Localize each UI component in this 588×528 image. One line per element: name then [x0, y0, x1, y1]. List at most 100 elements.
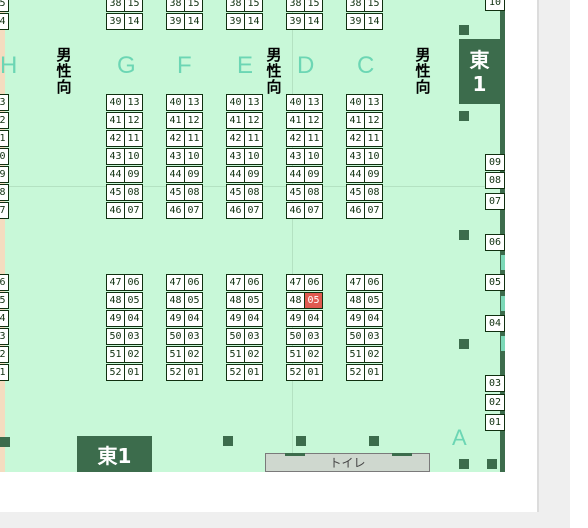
circle-space[interactable]: 01: [304, 364, 323, 381]
circle-space[interactable]: 10: [0, 148, 9, 165]
circle-space[interactable]: 08: [244, 184, 263, 201]
circle-space[interactable]: 13: [364, 94, 383, 111]
wall-circle-space[interactable]: 07: [485, 193, 505, 210]
circle-space[interactable]: 43: [226, 148, 245, 165]
circle-space[interactable]: 03: [184, 328, 203, 345]
circle-space[interactable]: 45: [346, 184, 365, 201]
circle-space[interactable]: 01: [124, 364, 143, 381]
circle-space[interactable]: 12: [364, 112, 383, 129]
circle-space[interactable]: 02: [184, 346, 203, 363]
circle-space[interactable]: 49: [166, 310, 185, 327]
circle-space[interactable]: 46: [226, 202, 245, 219]
circle-space[interactable]: 51: [286, 346, 305, 363]
circle-space[interactable]: 09: [304, 166, 323, 183]
circle-space[interactable]: 08: [304, 184, 323, 201]
circle-space[interactable]: 02: [364, 346, 383, 363]
circle-space[interactable]: 08: [184, 184, 203, 201]
circle-space[interactable]: 52: [106, 364, 125, 381]
circle-space[interactable]: 44: [226, 166, 245, 183]
wall-circle-space[interactable]: 02: [485, 394, 505, 411]
circle-space[interactable]: 09: [184, 166, 203, 183]
circle-space[interactable]: 49: [346, 310, 365, 327]
circle-space[interactable]: 06: [184, 274, 203, 291]
circle-space[interactable]: 02: [124, 346, 143, 363]
circle-space[interactable]: 39: [346, 13, 365, 30]
circle-space[interactable]: 40: [286, 94, 305, 111]
circle-space[interactable]: 11: [124, 130, 143, 147]
circle-space[interactable]: 05: [0, 292, 9, 309]
circle-space[interactable]: 07: [244, 202, 263, 219]
circle-space[interactable]: 10: [364, 148, 383, 165]
circle-space[interactable]: 15: [364, 0, 383, 12]
circle-space[interactable]: 02: [304, 346, 323, 363]
circle-space[interactable]: 04: [304, 310, 323, 327]
circle-space[interactable]: 46: [166, 202, 185, 219]
circle-space[interactable]: 12: [124, 112, 143, 129]
circle-space[interactable]: 42: [226, 130, 245, 147]
circle-space[interactable]: 10: [124, 148, 143, 165]
circle-space[interactable]: 07: [184, 202, 203, 219]
circle-space[interactable]: 38: [106, 0, 125, 12]
circle-space[interactable]: 11: [364, 130, 383, 147]
circle-space[interactable]: 13: [244, 94, 263, 111]
circle-space[interactable]: 50: [346, 328, 365, 345]
circle-space[interactable]: 12: [0, 112, 9, 129]
circle-space[interactable]: 06: [244, 274, 263, 291]
circle-space[interactable]: 11: [244, 130, 263, 147]
wall-circle-space[interactable]: 03: [485, 375, 505, 392]
circle-space[interactable]: 52: [226, 364, 245, 381]
circle-space[interactable]: 15: [0, 0, 9, 12]
circle-space[interactable]: 46: [106, 202, 125, 219]
circle-space[interactable]: 15: [124, 0, 143, 12]
circle-space[interactable]: 42: [166, 130, 185, 147]
circle-space[interactable]: 09: [0, 166, 9, 183]
circle-space[interactable]: 38: [346, 0, 365, 12]
circle-space[interactable]: 40: [106, 94, 125, 111]
circle-space[interactable]: 50: [106, 328, 125, 345]
circle-space[interactable]: 50: [166, 328, 185, 345]
circle-space[interactable]: 15: [244, 0, 263, 12]
circle-space[interactable]: 44: [286, 166, 305, 183]
circle-space[interactable]: 51: [166, 346, 185, 363]
circle-space[interactable]: 14: [364, 13, 383, 30]
circle-space[interactable]: 43: [166, 148, 185, 165]
circle-space[interactable]: 47: [106, 274, 125, 291]
circle-space[interactable]: 48: [166, 292, 185, 309]
circle-space[interactable]: 07: [0, 202, 9, 219]
circle-space[interactable]: 07: [124, 202, 143, 219]
circle-space[interactable]: 04: [124, 310, 143, 327]
circle-space[interactable]: 45: [286, 184, 305, 201]
circle-space[interactable]: 10: [244, 148, 263, 165]
wall-circle-space[interactable]: 09: [485, 154, 505, 171]
circle-space[interactable]: 43: [106, 148, 125, 165]
circle-space[interactable]: 40: [166, 94, 185, 111]
circle-space[interactable]: 45: [166, 184, 185, 201]
circle-space[interactable]: 44: [106, 166, 125, 183]
circle-space[interactable]: 12: [304, 112, 323, 129]
circle-space[interactable]: 42: [346, 130, 365, 147]
circle-space[interactable]: 51: [106, 346, 125, 363]
circle-space[interactable]: 05: [184, 292, 203, 309]
circle-space[interactable]: 13: [184, 94, 203, 111]
circle-space[interactable]: 41: [226, 112, 245, 129]
circle-space[interactable]: 13: [0, 94, 9, 111]
circle-space[interactable]: 39: [166, 13, 185, 30]
circle-space[interactable]: 02: [0, 346, 9, 363]
circle-space[interactable]: 08: [124, 184, 143, 201]
circle-space[interactable]: 09: [364, 166, 383, 183]
circle-space[interactable]: 11: [0, 130, 9, 147]
circle-space[interactable]: 42: [106, 130, 125, 147]
circle-space[interactable]: 01: [244, 364, 263, 381]
circle-space[interactable]: 01: [184, 364, 203, 381]
circle-space[interactable]: 03: [364, 328, 383, 345]
circle-space[interactable]: 10: [184, 148, 203, 165]
circle-space[interactable]: 45: [226, 184, 245, 201]
circle-space[interactable]: 14: [184, 13, 203, 30]
circle-space[interactable]: 03: [124, 328, 143, 345]
circle-space[interactable]: 03: [0, 328, 9, 345]
circle-space[interactable]: 47: [166, 274, 185, 291]
circle-space[interactable]: 07: [364, 202, 383, 219]
circle-space[interactable]: 51: [346, 346, 365, 363]
circle-space[interactable]: 46: [346, 202, 365, 219]
circle-space[interactable]: 38: [226, 0, 245, 12]
